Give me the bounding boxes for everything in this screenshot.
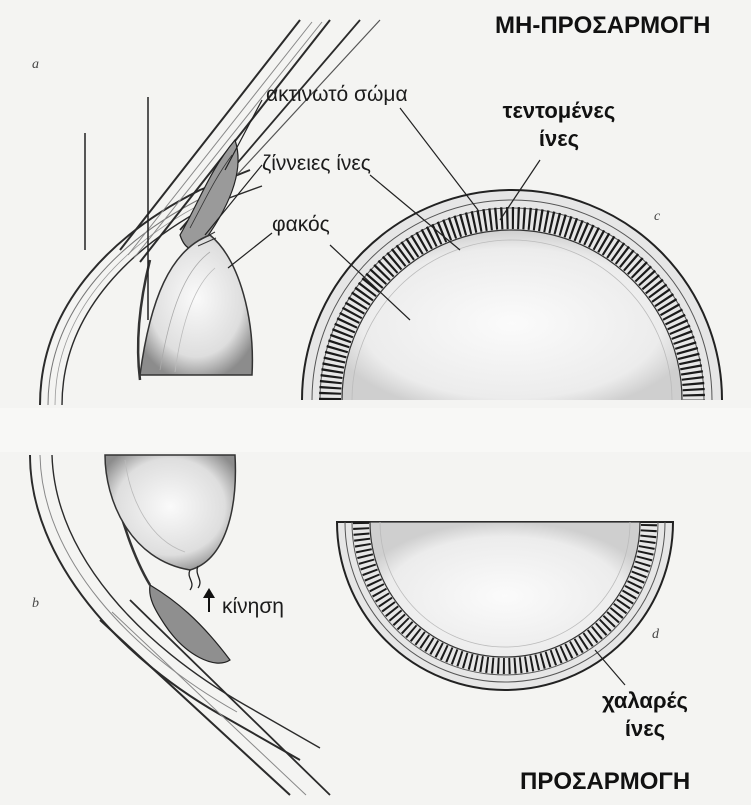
label-loose-fibers-line2: ίνες <box>590 718 700 740</box>
movement-arrow-icon <box>203 588 215 612</box>
title-non-accommodation: ΜΗ-ΠΡΟΣΑΡΜΟΓΗ <box>495 14 710 38</box>
panel-letter-b: b <box>32 597 39 611</box>
label-loose-fibers-line1: χαλαρές <box>590 690 700 712</box>
label-lens: φακός <box>272 214 330 235</box>
title-accommodation: ΠΡΟΣΑΡΜΟΓΗ <box>520 770 690 794</box>
panel-letter-a: a <box>32 58 39 72</box>
label-ciliary-body: ακτινωτό σώμα <box>266 84 408 105</box>
panel-d-ring <box>337 522 673 690</box>
divider-band <box>0 408 751 452</box>
label-tense-fibers: τεντομένες ίνες <box>484 100 634 150</box>
label-tense-fibers-line2: ίνες <box>484 128 634 150</box>
panel-letter-d: d <box>652 628 659 642</box>
panel-letter-c: c <box>654 210 660 224</box>
label-zonular-fibers: ζίννειες ίνες <box>262 153 371 174</box>
panel-b-section <box>30 455 330 795</box>
label-loose-fibers: χαλαρές ίνες <box>590 690 700 740</box>
label-movement: κίνηση <box>222 596 284 617</box>
label-tense-fibers-line1: τεντομένες <box>484 100 634 122</box>
